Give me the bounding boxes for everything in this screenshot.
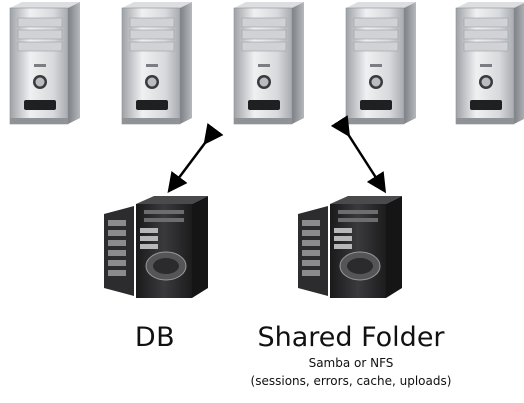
shared-folder-protocol: Samba or NFS <box>308 356 394 370</box>
shared-folder-contents: (sessions, errors, cache, uploads) <box>250 374 452 388</box>
db-server-icon <box>96 196 216 301</box>
db-arrow <box>167 123 224 193</box>
shared-folder-label: Shared Folder <box>257 322 445 353</box>
db-label: DB <box>134 322 176 353</box>
shared-folder-arrow <box>330 115 387 194</box>
shared-folder-server-icon <box>290 196 410 301</box>
